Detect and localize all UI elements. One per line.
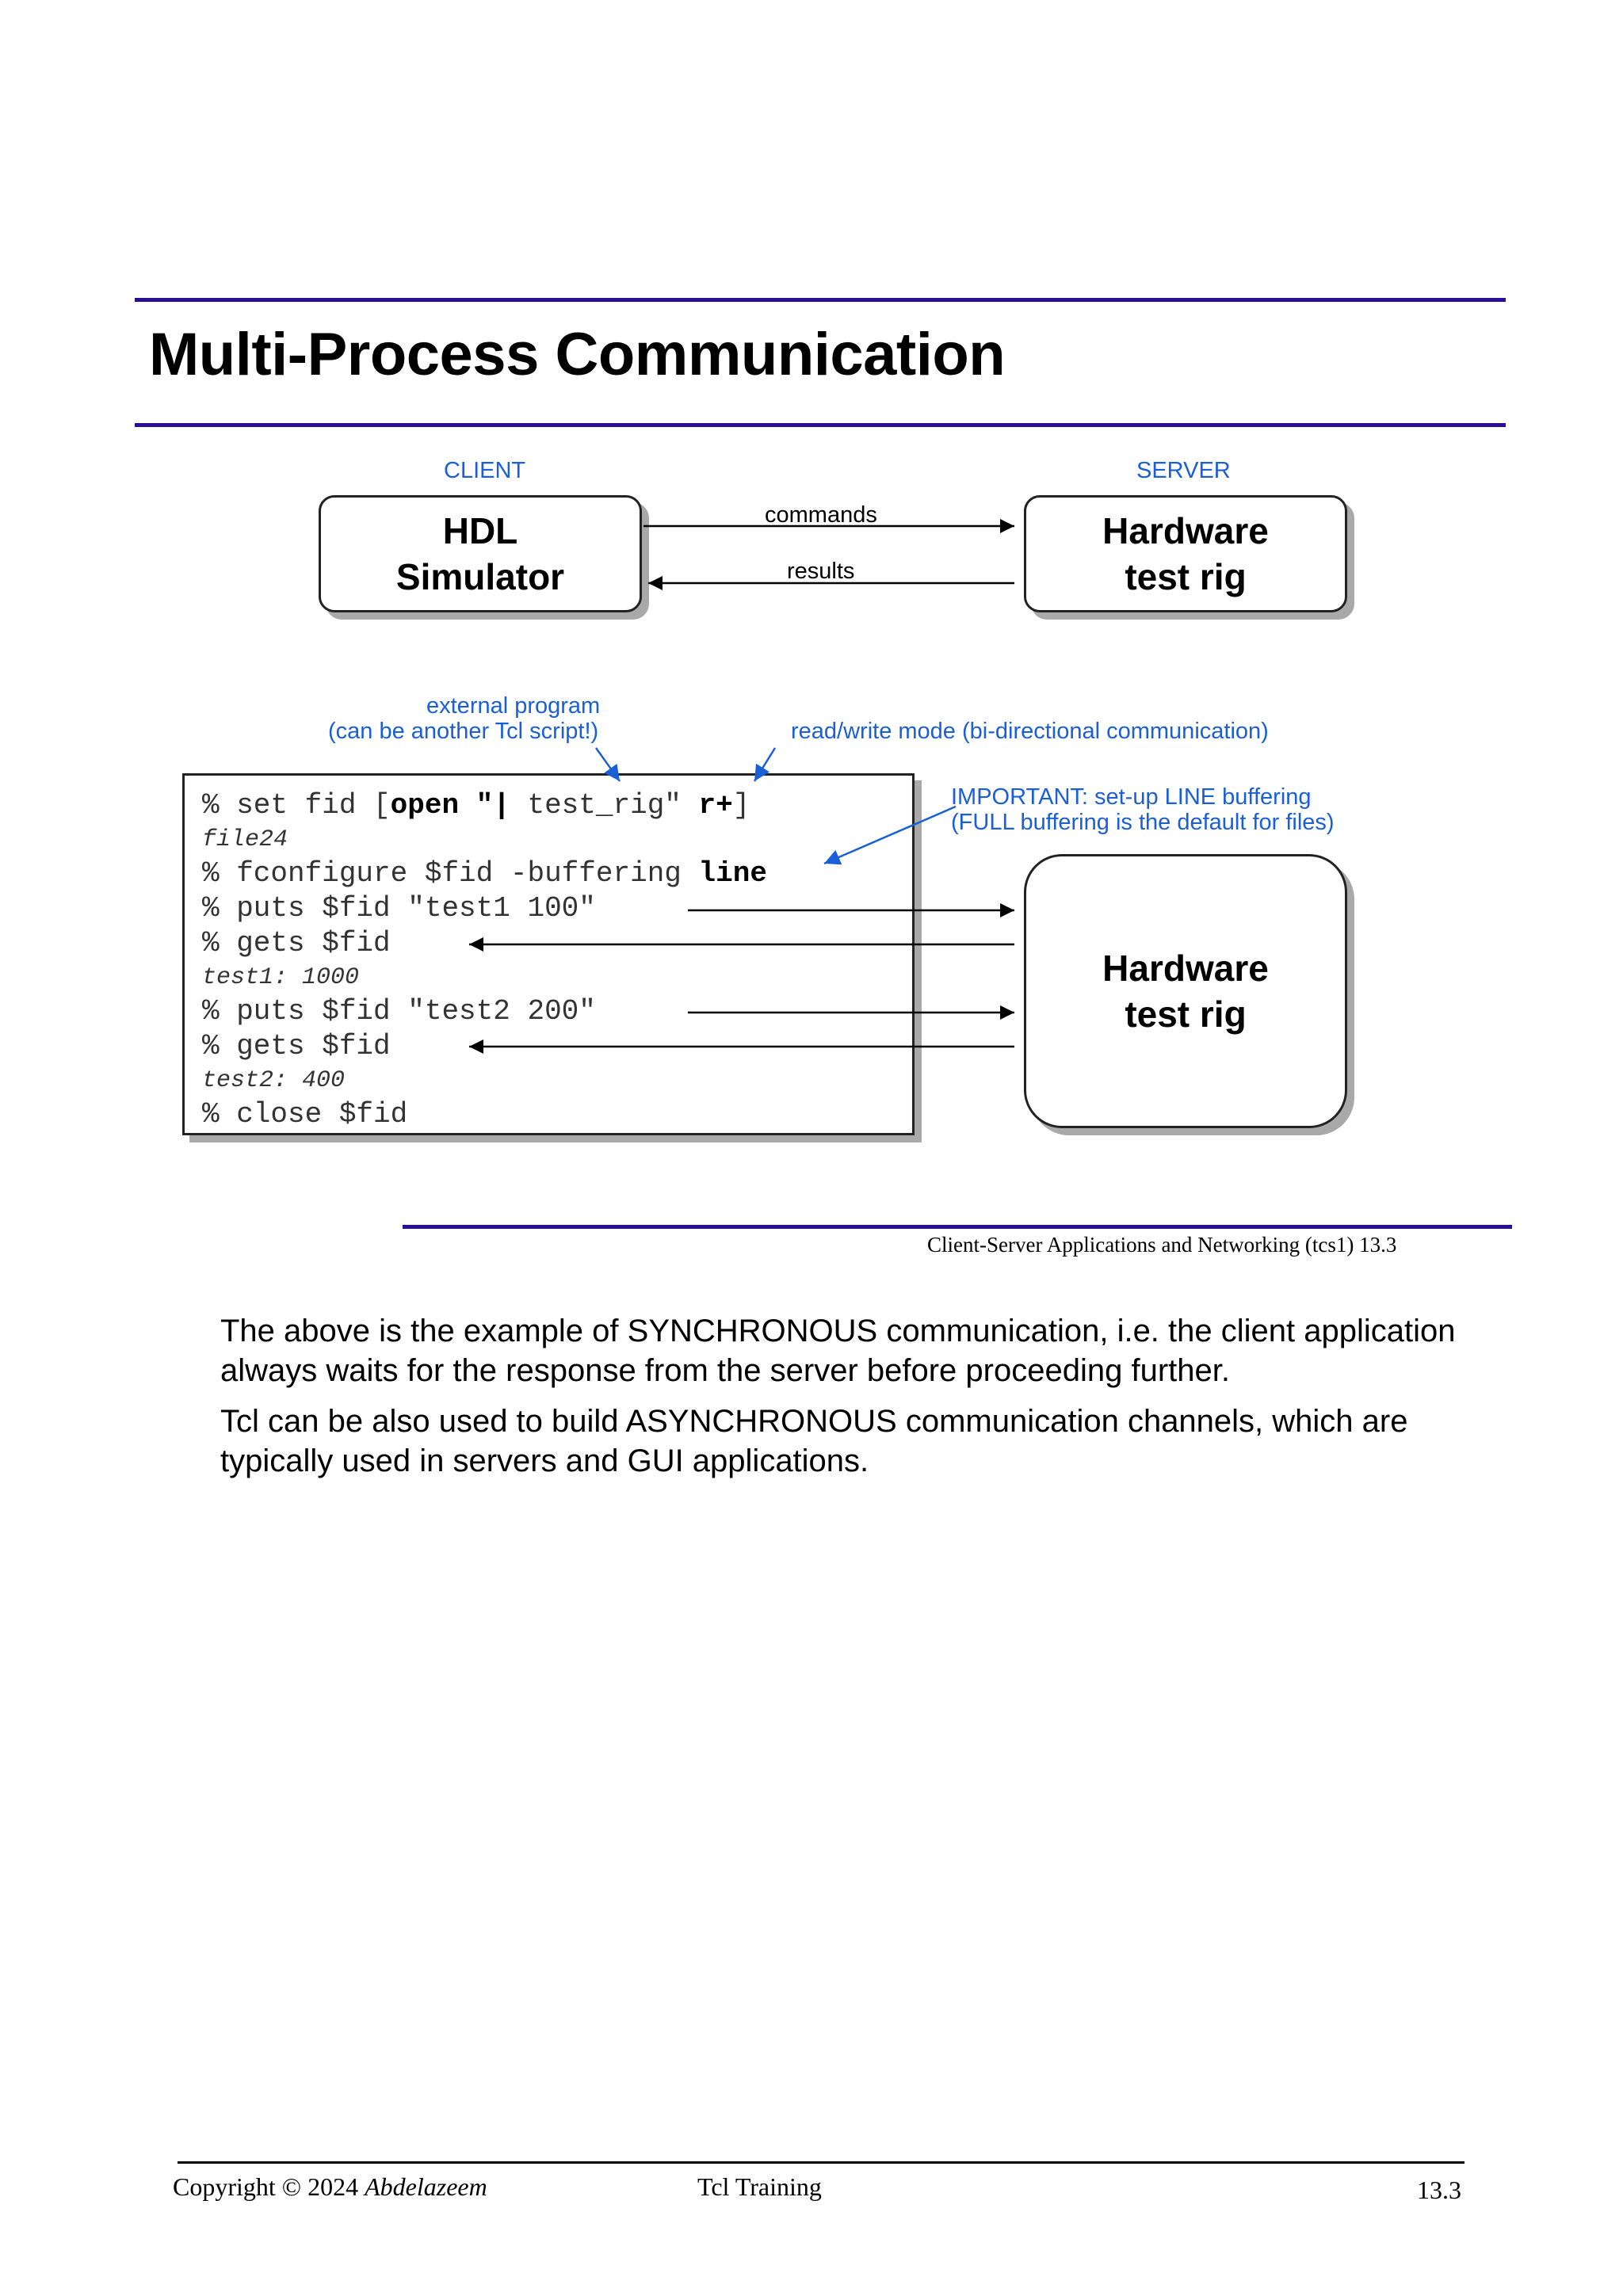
footer-copyright-prefix: Copyright © 2024 xyxy=(173,2172,365,2201)
external-program-note-line2: (can be another Tcl script!) xyxy=(328,719,599,744)
code-fconfigure-pre: % fconfigure $fid -buffering xyxy=(202,857,699,890)
code-open-mid: test_rig" xyxy=(510,789,699,822)
code-open-post: ] xyxy=(732,789,750,822)
server-test-rig-line2: test rig xyxy=(1125,556,1247,597)
results-label: results xyxy=(787,559,855,584)
footer-copyright: Copyright © 2024 Abdelazeem xyxy=(173,2172,487,2202)
rw-mode-note: read/write mode (bi-directional communic… xyxy=(791,719,1269,744)
notes-paragraph-2: Tcl can be also used to build ASYNCHRONO… xyxy=(220,1404,1408,1478)
code-open-pre: % set fid [ xyxy=(202,789,391,822)
external-program-pointer xyxy=(594,747,621,782)
rw-mode-pointer xyxy=(753,747,777,782)
slide-caption: Client-Server Applications and Networkin… xyxy=(927,1233,1397,1257)
code-output-test2: test2: 400 xyxy=(202,1067,346,1094)
rig-test-line1: Hardware xyxy=(1102,948,1269,989)
code-line-open: % set fid [open "| test_rig" r+] xyxy=(202,788,912,823)
code-open-mode: r+ xyxy=(698,789,733,822)
notes-paragraph-1: The above is the example of SYNCHRONOUS … xyxy=(220,1314,1456,1388)
notes-text: The above is the example of SYNCHRONOUS … xyxy=(220,1311,1457,1492)
footer-page-number: 13.3 xyxy=(1417,2176,1461,2204)
important-note-line2: (FULL buffering is the default for files… xyxy=(951,810,1335,835)
server-test-rig-box: Hardware test rig xyxy=(1024,495,1347,612)
code-fconfigure-line: line xyxy=(698,857,767,890)
slide-title: Multi-Process Communication xyxy=(149,321,1006,388)
external-program-note-line1: external program xyxy=(426,693,601,719)
footer-author: Abdelazeem xyxy=(365,2172,487,2201)
title-rule-top xyxy=(135,298,1506,302)
footer-course-title: Tcl Training xyxy=(697,2172,822,2201)
code-line-puts-1: % puts $fid "test1 100" xyxy=(202,892,596,925)
title-rule-bottom xyxy=(135,423,1506,427)
server-label: SERVER xyxy=(1136,458,1231,483)
important-note-line1: IMPORTANT: set-up LINE buffering xyxy=(951,784,1312,810)
caption-rule xyxy=(403,1225,1512,1229)
code-output-test1: test1: 1000 xyxy=(202,964,360,991)
tcl-code-box: % set fid [open "| test_rig" r+] file24 … xyxy=(182,773,915,1135)
server-test-rig-line1: Hardware xyxy=(1102,510,1269,551)
rig-test-line2: test rig xyxy=(1125,994,1247,1035)
hdl-simulator-box: HDL Simulator xyxy=(319,495,642,612)
code-open-kw: open "| xyxy=(390,789,510,822)
hdl-simulator-line1: HDL xyxy=(442,510,518,551)
code-line-fconfigure: % fconfigure $fid -buffering line xyxy=(202,856,912,891)
rig-test-box: Hardware test rig xyxy=(1024,854,1347,1128)
hdl-simulator-line2: Simulator xyxy=(395,556,565,597)
footer-rule xyxy=(178,2161,1465,2164)
code-line-gets-1: % gets $fid xyxy=(202,927,391,959)
code-line-close: % close $fid xyxy=(202,1098,408,1131)
client-label: CLIENT xyxy=(444,458,526,483)
code-line-gets-2: % gets $fid xyxy=(202,1030,391,1062)
commands-label: commands xyxy=(765,502,877,528)
code-line-puts-2: % puts $fid "test2 200" xyxy=(202,995,596,1028)
code-output-file24: file24 xyxy=(202,826,288,853)
line-buffering-pointer xyxy=(823,805,957,865)
